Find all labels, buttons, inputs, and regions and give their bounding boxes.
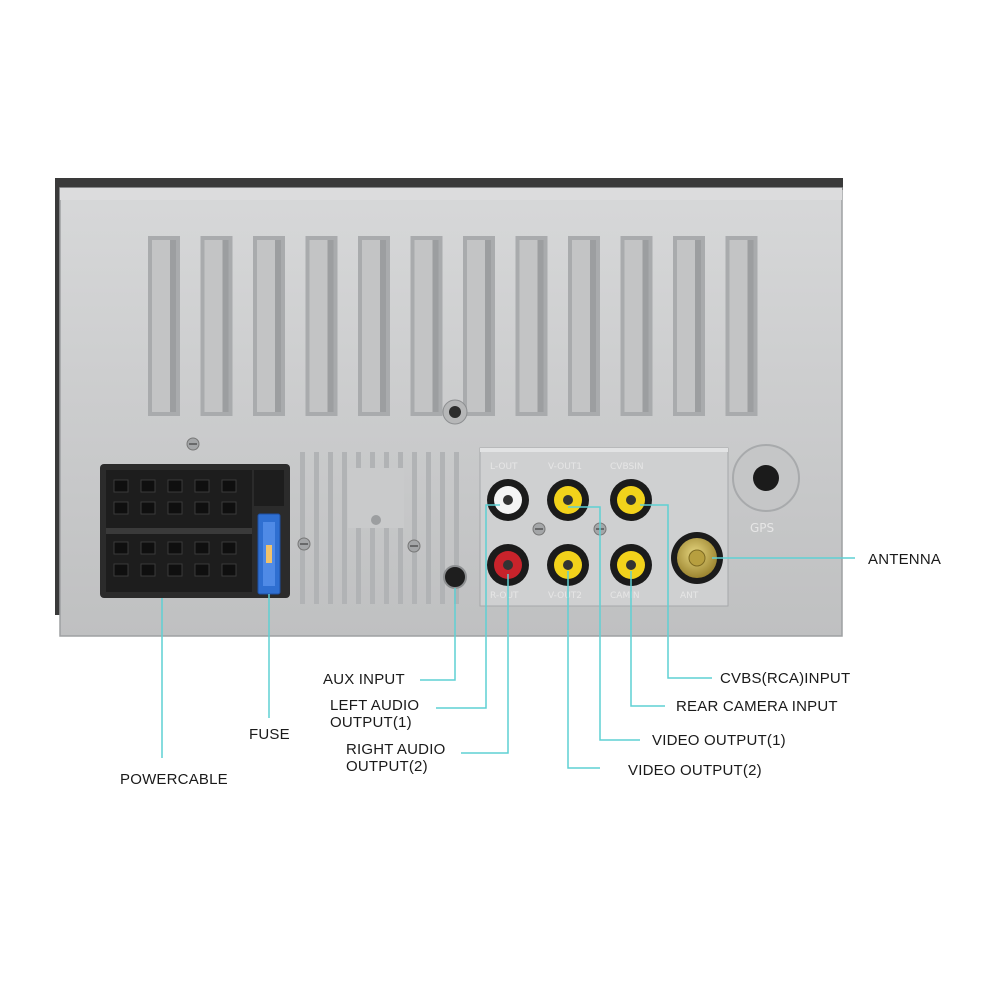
vent-slot [673,236,705,416]
connector-pin [194,479,210,493]
connector-pin [140,563,156,577]
connector-pin [221,479,237,493]
connector-pin [167,541,183,555]
connector-pin [167,479,183,493]
leader-lines [161,504,855,769]
callout-power-cable: POWERCABLE [120,771,228,788]
vent-slot [410,236,443,416]
rib [440,452,445,604]
callout-left-audio-line1: LEFT AUDIO [330,697,420,714]
leader-video-output-1 [568,506,640,741]
callout-aux-input: AUX INPUT [323,671,405,688]
vent-slot [463,236,495,416]
connector-pin [221,563,237,577]
connector-pins [113,479,237,577]
iso-power-connector [100,464,290,598]
port-label-r-out: R-OUT [490,591,519,601]
port-label-l-out: L-OUT [490,462,518,472]
gps-socket: GPS [732,444,800,535]
connector-pin [113,501,129,515]
rca-l-out [487,479,529,521]
leader-video-output-2 [567,571,600,769]
connector-pin [113,563,129,577]
plate-screws [532,522,607,536]
rca-v-out1 [547,479,589,521]
vent-slot [253,236,285,416]
screw-center-top [442,399,468,425]
screw-mid-left [297,537,311,551]
callout-left-audio-output: LEFT AUDIO OUTPUT(1) [330,697,419,731]
rib-dimple [371,515,381,525]
connector-pin [113,541,129,555]
connector-pin [221,501,237,515]
blade-fuse [257,513,281,595]
rib [412,452,417,604]
rib [426,452,431,604]
rca-cvbs-in [610,479,652,521]
vent-slot [515,236,548,416]
vent-slot [148,236,180,416]
screw-mid [407,539,421,553]
aux-jack [443,565,467,589]
rca-v-out2 [547,544,589,586]
connector-pin [221,541,237,555]
rib [314,452,319,604]
rib [328,452,333,604]
port-label-v-out2: V-OUT2 [548,591,582,601]
connector-pin [140,501,156,515]
screw-left [186,437,200,451]
connector-pin [194,541,210,555]
callout-right-audio-line1: RIGHT AUDIO [346,741,446,758]
vent-slot [620,236,653,416]
vent-slot [305,236,338,416]
rib [300,452,305,604]
rca-cam-in [610,544,652,586]
vent-slot [358,236,390,416]
leader-right-audio [461,574,509,754]
rib [454,452,459,604]
leader-left-audio [436,504,500,709]
connector-pin [140,541,156,555]
rib [342,452,347,604]
rca-r-out [487,544,529,586]
vent-grille [148,236,758,416]
port-label-v-out1: V-OUT1 [548,462,582,472]
callout-left-audio-line2: OUTPUT(1) [330,714,412,731]
vent-slot [568,236,600,416]
port-label-cvbs-in: CVBSIN [610,462,644,472]
connector-pin [194,563,210,577]
leader-cvbs-input [640,504,712,679]
connector-pin [194,501,210,515]
vent-slot [725,236,758,416]
port-labels: L-OUT V-OUT1 CVBSIN R-OUT V-OUT2 CAMIN [490,462,644,601]
connector-pin [140,479,156,493]
callout-rear-camera-input: REAR CAMERA INPUT [676,698,838,715]
leader-aux-input [420,588,456,681]
port-label-ant: ANT [680,591,699,601]
callout-video-output-1: VIDEO OUTPUT(1) [652,732,786,749]
connector-pin [113,479,129,493]
vent-slot [200,236,233,416]
callout-fuse: FUSE [249,726,290,743]
connector-pin [167,501,183,515]
leader-rear-camera [630,571,665,707]
ribbed-heat-area [300,452,459,604]
connector-pin [167,563,183,577]
callout-right-audio-output: RIGHT AUDIO OUTPUT(2) [346,741,445,775]
port-label-cam-in: CAMIN [610,591,640,601]
callout-cvbs-input: CVBS(RCA)INPUT [720,670,851,687]
callout-right-audio-line2: OUTPUT(2) [346,758,428,775]
callout-antenna: ANTENNA [868,551,942,568]
antenna-socket: ANT [671,532,723,601]
port-label-gps: GPS [750,521,774,535]
callout-video-output-2: VIDEO OUTPUT(2) [628,762,762,779]
